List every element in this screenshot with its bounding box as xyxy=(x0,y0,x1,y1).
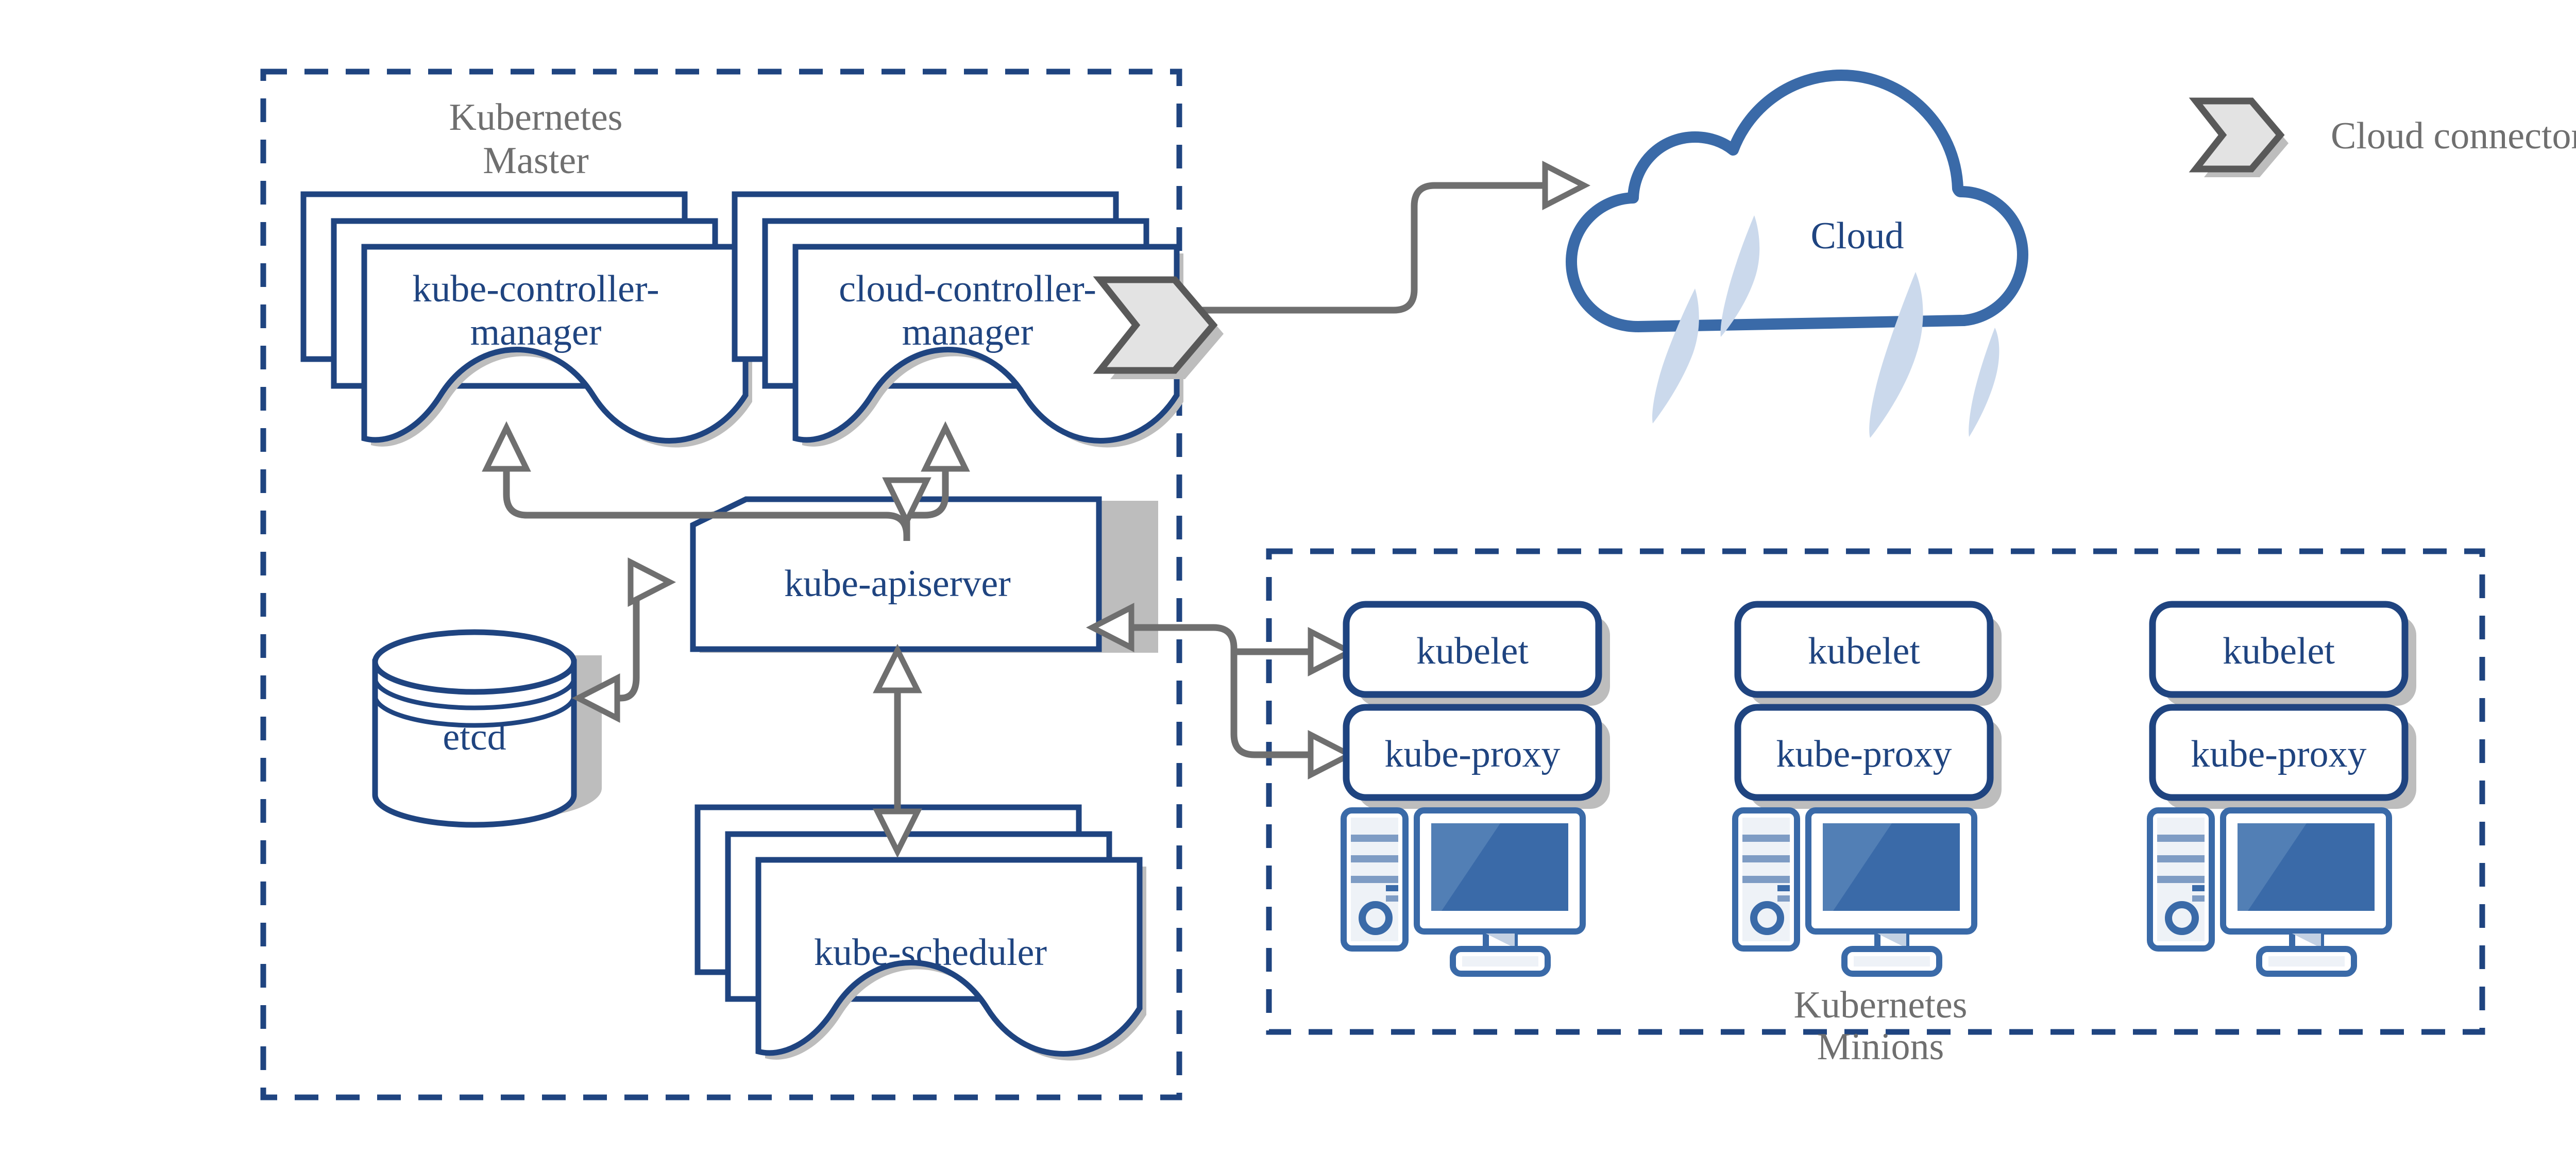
kubelet-label-3: kubelet xyxy=(2223,630,2335,672)
cloud-accent-2 xyxy=(1652,289,1699,423)
cloud-controller-manager-label-line1: cloud-controller- xyxy=(839,268,1096,310)
kube-proxy-label-3: kube-proxy xyxy=(2191,733,2366,775)
arrowhead-up-left xyxy=(482,421,531,472)
cloud-accent-1 xyxy=(1720,215,1760,337)
arrowhead-up-right xyxy=(921,421,970,472)
chevron-icon xyxy=(1093,276,1218,374)
pc-tower-icon-2 xyxy=(1732,807,1800,952)
kube-apiserver-label: kube-apiserver xyxy=(784,563,1011,605)
kube-proxy-label-2: kube-proxy xyxy=(1776,733,1952,775)
legend-label: Cloud connector xyxy=(2331,115,2576,157)
monitor-icon-3 xyxy=(2220,807,2392,977)
kube-controller-manager-label-line2: manager xyxy=(470,311,602,353)
kube-controller-manager-node[interactable] xyxy=(300,191,752,448)
legend-chevron xyxy=(2189,97,2289,177)
arrowhead-to-cloud xyxy=(1542,160,1591,211)
kubelet-box-2[interactable] xyxy=(1734,601,1994,698)
minion-node-1 xyxy=(1341,601,1610,977)
kube-proxy-box-2[interactable] xyxy=(1734,704,1994,801)
arrowhead-to-etcd xyxy=(571,673,620,723)
kube-scheduler-label: kube-scheduler xyxy=(814,931,1047,974)
chevron-connector-icon xyxy=(2189,97,2285,173)
kubernetes-minions-label-line2: Minions xyxy=(1817,1026,1944,1068)
kubernetes-master-label-line1: Kubernetes xyxy=(449,96,623,139)
monitor-icon-1 xyxy=(1414,807,1586,977)
cloud-label: Cloud xyxy=(1811,215,1904,257)
arrowhead-to-apiserver xyxy=(628,557,676,607)
kubernetes-minions-boundary xyxy=(1266,548,2485,1035)
cloud-outline xyxy=(1566,70,2028,332)
cloud-controller-manager-node[interactable] xyxy=(732,191,1183,448)
kubelet-box-3[interactable] xyxy=(2149,601,2409,698)
etcd-label: etcd xyxy=(443,716,506,758)
kube-proxy-box-3[interactable] xyxy=(2149,704,2409,801)
arrowhead-to-kubeproxy xyxy=(1308,730,1357,780)
cloud-accent-4 xyxy=(1969,328,1999,437)
kube-controller-manager-label-line1: kube-controller- xyxy=(412,268,659,310)
connector-apiserver-minions xyxy=(1086,602,1357,780)
arrowhead-down-apiserver xyxy=(882,477,931,528)
arrowhead-up-apiserver xyxy=(873,643,922,693)
kube-apiserver-node[interactable] xyxy=(690,496,1158,653)
arrowhead-to-kubelet xyxy=(1308,626,1357,677)
kubelet-label-2: kubelet xyxy=(1808,630,1920,672)
cloud-accent-3 xyxy=(1869,272,1923,438)
pc-tower-icon-1 xyxy=(1341,807,1409,952)
cloud-controller-manager-label-line2: manager xyxy=(902,311,1033,353)
minion-node-3 xyxy=(2147,601,2416,977)
kube-proxy-label-1: kube-proxy xyxy=(1384,733,1560,775)
kubernetes-minions-label-line1: Kubernetes xyxy=(1794,984,1968,1026)
arrowhead-to-apiserver-left xyxy=(1086,602,1134,653)
cloud-connector-chevron[interactable] xyxy=(1093,276,1224,379)
cloud-shape[interactable] xyxy=(1566,70,2028,438)
connector-managers-to-apiserver xyxy=(482,421,970,541)
monitor-icon-2 xyxy=(1805,807,1977,977)
kubelet-box-1[interactable] xyxy=(1343,601,1602,698)
etcd-node[interactable] xyxy=(372,629,602,828)
kubernetes-master-label-line2: Master xyxy=(483,140,589,182)
arrowhead-down-scheduler xyxy=(873,808,922,858)
minion-node-2 xyxy=(1732,601,2002,977)
pc-tower-icon-3 xyxy=(2147,807,2215,952)
connector-chevron-to-cloud xyxy=(1167,160,1591,314)
kubelet-label-1: kubelet xyxy=(1416,630,1529,672)
kubernetes-master-boundary xyxy=(260,69,1182,1100)
connector-etcd-apiserver xyxy=(571,557,676,723)
connector-apiserver-scheduler xyxy=(873,643,922,858)
etcd-top-ring xyxy=(372,629,577,695)
kube-proxy-box-1[interactable] xyxy=(1343,704,1602,801)
kube-scheduler-node[interactable] xyxy=(694,804,1146,1061)
